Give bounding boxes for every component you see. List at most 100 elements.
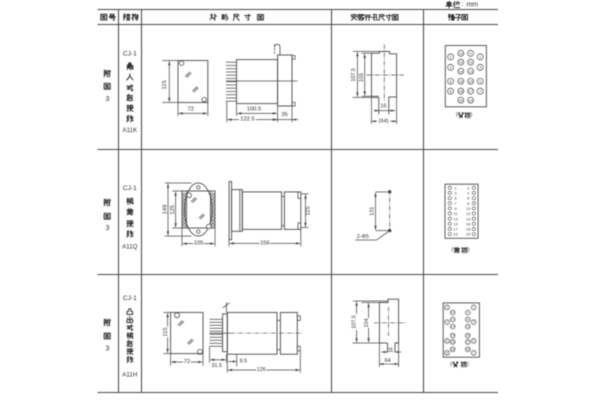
svg-text:115: 115 [163,327,169,336]
svg-text:35: 35 [281,112,287,118]
svg-text:6: 6 [467,196,470,201]
svg-text:8: 8 [450,89,452,94]
svg-text:19: 19 [453,232,458,237]
svg-text:(: ( [452,247,454,253]
svg-text:A11Q: A11Q [122,244,138,251]
svg-text:2: 2 [450,55,452,60]
svg-text:20: 20 [466,232,471,237]
svg-text:107.5: 107.5 [351,315,357,329]
svg-text:126: 126 [257,367,266,373]
svg-text:31.5: 31.5 [212,363,223,369]
svg-text:18: 18 [466,227,471,232]
svg-text:3: 3 [473,320,475,324]
svg-text:18: 18 [459,89,463,94]
svg-text:20: 20 [451,347,455,351]
svg-text:15: 15 [468,79,472,84]
svg-text:5: 5 [473,339,475,343]
svg-text:10: 10 [459,51,464,56]
svg-text:131: 131 [370,207,376,216]
svg-text:3: 3 [479,65,481,70]
svg-text:CJ-1: CJ-1 [123,185,137,192]
svg-text:9: 9 [470,51,472,56]
svg-text:14: 14 [466,216,471,221]
svg-text:(64): (64) [379,118,389,124]
svg-text:115: 115 [162,80,168,89]
svg-text:15: 15 [466,334,470,338]
svg-text:100.5: 100.5 [247,106,262,112]
svg-text:16: 16 [459,79,463,84]
svg-text:13: 13 [453,216,458,221]
svg-text:19: 19 [468,98,472,103]
svg-text:122.5: 122.5 [240,117,255,123]
svg-text:3: 3 [454,191,457,196]
svg-text:9.5: 9.5 [240,358,248,364]
svg-text:11: 11 [453,211,458,216]
svg-text:7: 7 [454,201,457,206]
svg-text:9: 9 [454,206,457,211]
svg-text:4: 4 [450,65,453,70]
svg-text:1: 1 [479,55,481,60]
svg-text:17: 17 [453,227,458,232]
svg-text:16: 16 [451,334,455,338]
svg-text:156: 156 [260,240,270,246]
svg-text:17: 17 [466,340,470,344]
svg-text:): ) [468,247,470,253]
svg-text:): ) [467,361,469,367]
svg-text:10: 10 [451,311,455,315]
svg-text:72: 72 [184,359,190,365]
svg-text:2-Φ5: 2-Φ5 [357,234,369,240]
svg-text:13: 13 [466,325,470,329]
svg-text:9: 9 [467,311,469,315]
svg-text:8: 8 [467,201,470,206]
svg-text:11: 11 [469,60,473,65]
svg-text:15: 15 [453,221,458,226]
svg-text:A11K: A11K [122,127,138,134]
svg-text:149: 149 [162,205,168,215]
svg-text:6: 6 [446,339,448,343]
svg-text:1: 1 [473,306,475,310]
svg-text:3: 3 [105,225,109,232]
svg-text:(: ( [456,112,458,118]
svg-text:16: 16 [388,347,394,353]
svg-text:105: 105 [194,241,204,247]
svg-text:3: 3 [105,345,109,352]
svg-text:20: 20 [459,98,464,103]
svg-text:2: 2 [467,185,470,190]
svg-text:12: 12 [466,211,471,216]
svg-text:2: 2 [446,306,448,310]
svg-text:105: 105 [359,73,365,82]
svg-text:13: 13 [468,69,472,74]
svg-text:1: 1 [454,185,457,190]
svg-text:19: 19 [466,347,470,351]
svg-text:12: 12 [451,318,455,322]
svg-text:6: 6 [450,79,452,84]
svg-text:115: 115 [305,206,311,215]
svg-text:(: ( [450,361,452,367]
svg-text:): ) [470,112,472,118]
svg-text:64: 64 [385,358,391,364]
svg-text:72: 72 [187,107,193,113]
svg-text:mm: mm [466,2,478,9]
svg-text:14: 14 [451,325,455,329]
svg-text:CJ-1: CJ-1 [123,51,137,58]
svg-text:10: 10 [466,206,471,211]
svg-text:16: 16 [466,221,471,226]
svg-text:CJ-1: CJ-1 [123,295,137,302]
svg-text:4: 4 [467,191,470,196]
svg-text::: : [461,1,463,8]
svg-text:3: 3 [105,96,109,103]
svg-text:4: 4 [446,320,448,324]
svg-text:16: 16 [381,103,387,109]
svg-text:8: 8 [446,351,448,355]
svg-text:11: 11 [466,318,470,322]
svg-text:7: 7 [479,89,481,94]
svg-text:107.5: 107.5 [351,68,357,82]
svg-text:104: 104 [364,319,370,328]
svg-text:12: 12 [459,60,463,65]
svg-text:5: 5 [454,196,457,201]
svg-text:7: 7 [473,351,475,355]
svg-text:A11H: A11H [122,372,137,379]
svg-text:5: 5 [479,79,481,84]
svg-text:14: 14 [459,69,464,74]
svg-text:17: 17 [468,89,472,94]
